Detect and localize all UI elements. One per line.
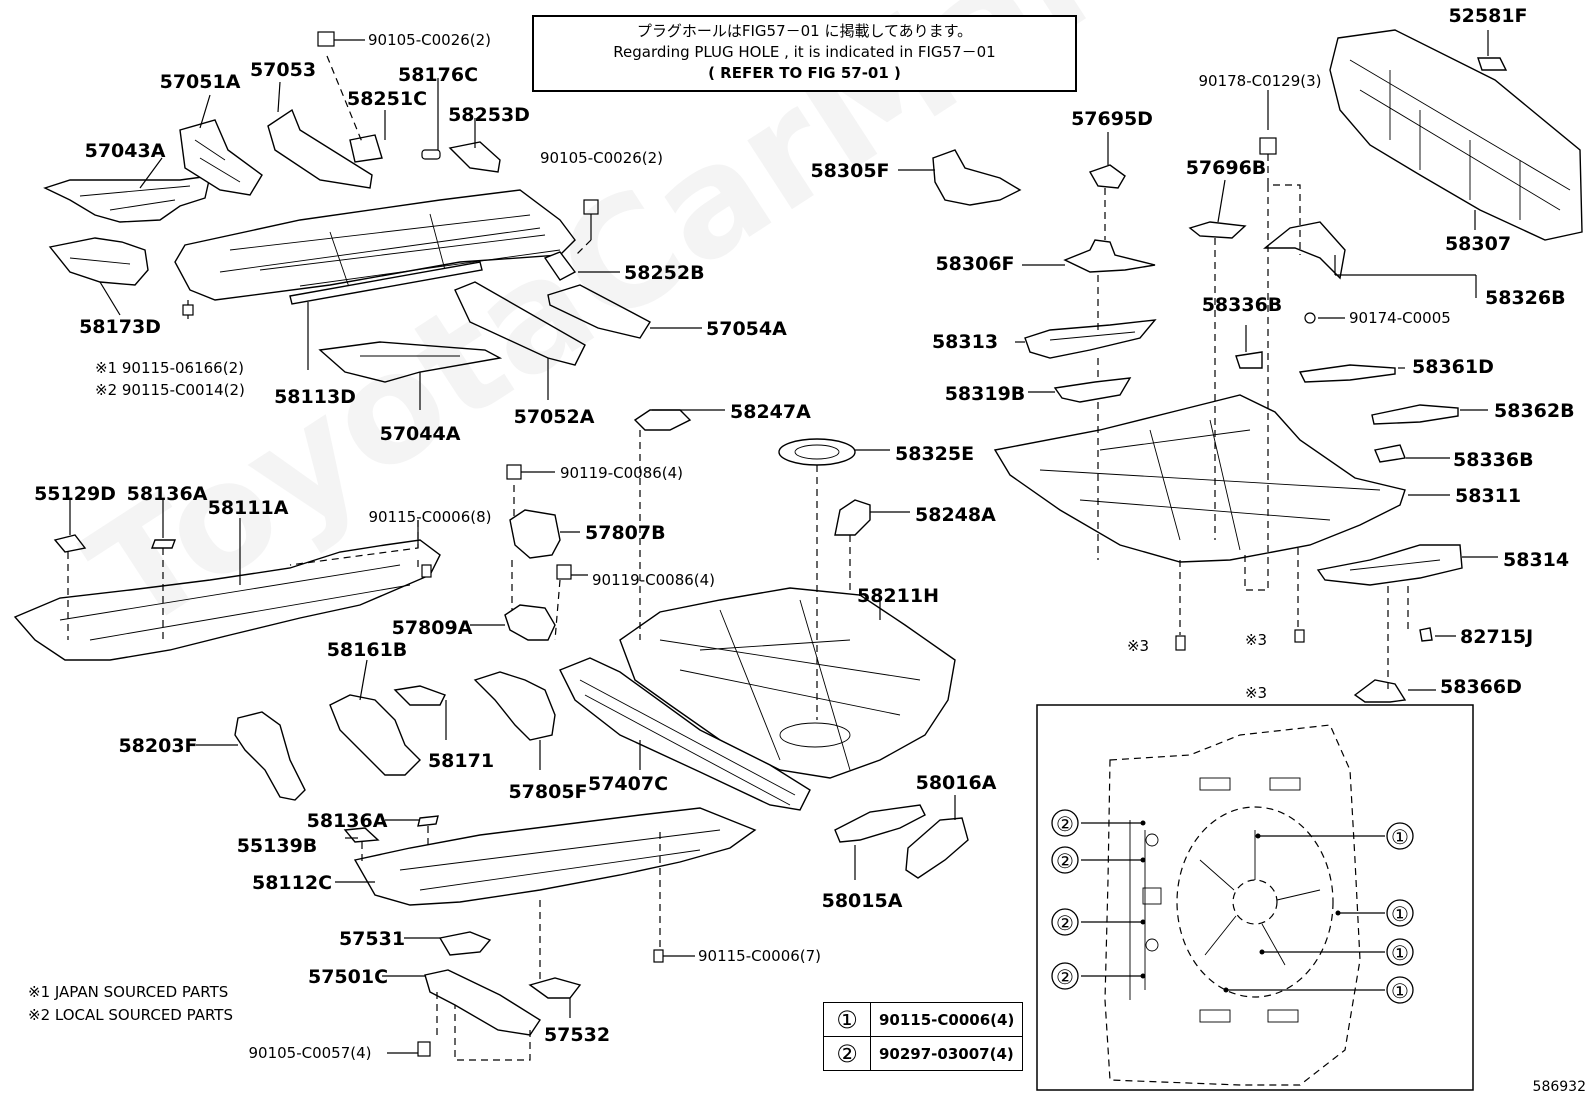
- label-90174-C0005[interactable]: 90174-C0005: [1349, 309, 1451, 327]
- label-57532[interactable]: 57532: [544, 1024, 610, 1046]
- label-58111A[interactable]: 58111A: [208, 497, 289, 519]
- callout-2-a: ②: [1056, 812, 1074, 836]
- label-57044A[interactable]: 57044A: [380, 423, 461, 445]
- label-58314[interactable]: 58314: [1503, 549, 1569, 571]
- label-90115-C0006-7[interactable]: 90115-C0006(7): [698, 947, 821, 965]
- footnote-local-sourced: ※2 LOCAL SOURCED PARTS: [28, 1006, 233, 1024]
- label-58171[interactable]: 58171: [428, 750, 494, 772]
- label-58016A[interactable]: 58016A: [916, 772, 997, 794]
- legend-part[interactable]: 90297-03007(4): [869, 1036, 1024, 1071]
- label-90115-06166[interactable]: ※1 90115-06166(2): [95, 359, 244, 377]
- mark-3-detail: ※3: [1245, 684, 1267, 702]
- label-58305F[interactable]: 58305F: [810, 160, 889, 182]
- label-90105-C0026-b[interactable]: 90105-C0026(2): [540, 149, 663, 167]
- label-58319B[interactable]: 58319B: [945, 383, 1026, 405]
- callout-1-b: ①: [1391, 902, 1409, 926]
- label-58325E[interactable]: 58325E: [895, 443, 974, 465]
- legend-row: ② 90297-03007(4): [823, 1036, 1024, 1071]
- label-58313[interactable]: 58313: [932, 331, 998, 353]
- callout-2-c: ②: [1056, 911, 1074, 935]
- label-57407C[interactable]: 57407C: [588, 773, 668, 795]
- label-58015A[interactable]: 58015A: [822, 890, 903, 912]
- label-58136A-b[interactable]: 58136A: [307, 810, 388, 832]
- callout-circles: [1051, 809, 1414, 1004]
- label-90178-C0129[interactable]: 90178-C0129(3): [1198, 72, 1321, 90]
- label-58361D[interactable]: 58361D: [1412, 356, 1494, 378]
- notice-line-japanese: プラグホールはFIG57－01 に掲載してあります。: [636, 22, 973, 40]
- label-57051A[interactable]: 57051A: [160, 71, 241, 93]
- label-90115-C0006-8[interactable]: 90115-C0006(8): [368, 508, 491, 526]
- label-58336B-b[interactable]: 58336B: [1453, 449, 1534, 471]
- label-52581F[interactable]: 52581F: [1448, 5, 1527, 27]
- label-58247A[interactable]: 58247A: [730, 401, 811, 423]
- label-58176C[interactable]: 58176C: [398, 64, 478, 86]
- label-57043A[interactable]: 57043A: [85, 140, 166, 162]
- rear-floor-leaders: [898, 30, 1498, 691]
- callout-1-d: ①: [1391, 979, 1409, 1003]
- label-90115-C0014[interactable]: ※2 90115-C0014(2): [95, 381, 245, 399]
- label-58173D[interactable]: 58173D: [79, 316, 161, 338]
- label-90105-C0057[interactable]: 90105-C0057(4): [248, 1044, 371, 1062]
- center-floor-leaders: [67, 409, 956, 1061]
- rear-floor-group: [932, 29, 1583, 703]
- diagram-number: 586932: [1532, 1079, 1586, 1095]
- label-58326B[interactable]: 58326B: [1485, 287, 1566, 309]
- label-90119-C0086-b[interactable]: 90119-C0086(4): [592, 571, 715, 589]
- label-58248A[interactable]: 58248A: [915, 504, 996, 526]
- label-58136A-a[interactable]: 58136A: [127, 483, 208, 505]
- label-58252B[interactable]: 58252B: [624, 262, 705, 284]
- label-58113D[interactable]: 58113D: [274, 386, 356, 408]
- fastener-legend: ① 90115-C0006(4) ② 90297-03007(4): [823, 1002, 1024, 1071]
- label-58161B[interactable]: 58161B: [327, 639, 408, 661]
- notice-line-english: Regarding PLUG HOLE , it is indicated in…: [613, 43, 996, 61]
- detail-box-3: [1036, 704, 1474, 1091]
- legend-symbol: ①: [823, 1002, 871, 1037]
- label-58366D[interactable]: 58366D: [1440, 676, 1522, 698]
- label-57807B[interactable]: 57807B: [585, 522, 666, 544]
- detail-callout-labels: ② ② ② ② ① ① ① ①: [1056, 812, 1409, 1003]
- label-58362B[interactable]: 58362B: [1494, 400, 1575, 422]
- label-58311[interactable]: 58311: [1455, 485, 1521, 507]
- label-58112C[interactable]: 58112C: [252, 872, 332, 894]
- label-58253D[interactable]: 58253D: [448, 104, 530, 126]
- legend-symbol: ②: [823, 1036, 871, 1071]
- label-90119-C0086-a[interactable]: 90119-C0086(4): [560, 464, 683, 482]
- part-labels: 52581F 90105-C0026(2) 57051A 57053 58176…: [34, 5, 1575, 1062]
- label-58203F[interactable]: 58203F: [118, 735, 197, 757]
- label-57805F[interactable]: 57805F: [508, 781, 587, 803]
- callout-2-d: ②: [1056, 965, 1074, 989]
- label-55139B[interactable]: 55139B: [237, 835, 318, 857]
- label-57531[interactable]: 57531: [339, 928, 405, 950]
- legend-row: ① 90115-C0006(4): [823, 1002, 1024, 1037]
- label-57809A[interactable]: 57809A: [392, 617, 473, 639]
- label-57053[interactable]: 57053: [250, 59, 316, 81]
- footnote-japan-sourced: ※1 JAPAN SOURCED PARTS: [28, 983, 229, 1001]
- label-58336B-a[interactable]: 58336B: [1202, 294, 1283, 316]
- mark-3-b: ※3: [1245, 631, 1267, 649]
- front-floor-leaders: [99, 31, 702, 410]
- label-57695D[interactable]: 57695D: [1071, 108, 1153, 130]
- callout-1-c: ①: [1391, 941, 1409, 965]
- label-58307[interactable]: 58307: [1445, 233, 1511, 255]
- mark-3-a: ※3: [1127, 637, 1149, 655]
- label-55129D[interactable]: 55129D: [34, 483, 116, 505]
- center-floor-group: [13, 409, 969, 1057]
- label-58306F[interactable]: 58306F: [935, 253, 1014, 275]
- callout-2-b: ②: [1056, 849, 1074, 873]
- legend-part[interactable]: 90115-C0006(4): [869, 1002, 1024, 1037]
- label-82715J[interactable]: 82715J: [1460, 626, 1533, 648]
- label-57501C[interactable]: 57501C: [308, 966, 388, 988]
- label-90105-C0026-a[interactable]: 90105-C0026(2): [368, 31, 491, 49]
- notice-refer-link[interactable]: ( REFER TO FIG 57-01 ): [708, 64, 901, 82]
- label-58251C[interactable]: 58251C: [347, 88, 427, 110]
- front-floor-group: [43, 108, 651, 383]
- label-58211H[interactable]: 58211H: [857, 585, 939, 607]
- label-57054A[interactable]: 57054A: [706, 318, 787, 340]
- label-57696B[interactable]: 57696B: [1186, 157, 1267, 179]
- callout-1-a: ①: [1391, 825, 1409, 849]
- label-57052A[interactable]: 57052A: [514, 406, 595, 428]
- plug-hole-notice: プラグホールはFIG57－01 に掲載してあります。 Regarding PLU…: [532, 15, 1077, 92]
